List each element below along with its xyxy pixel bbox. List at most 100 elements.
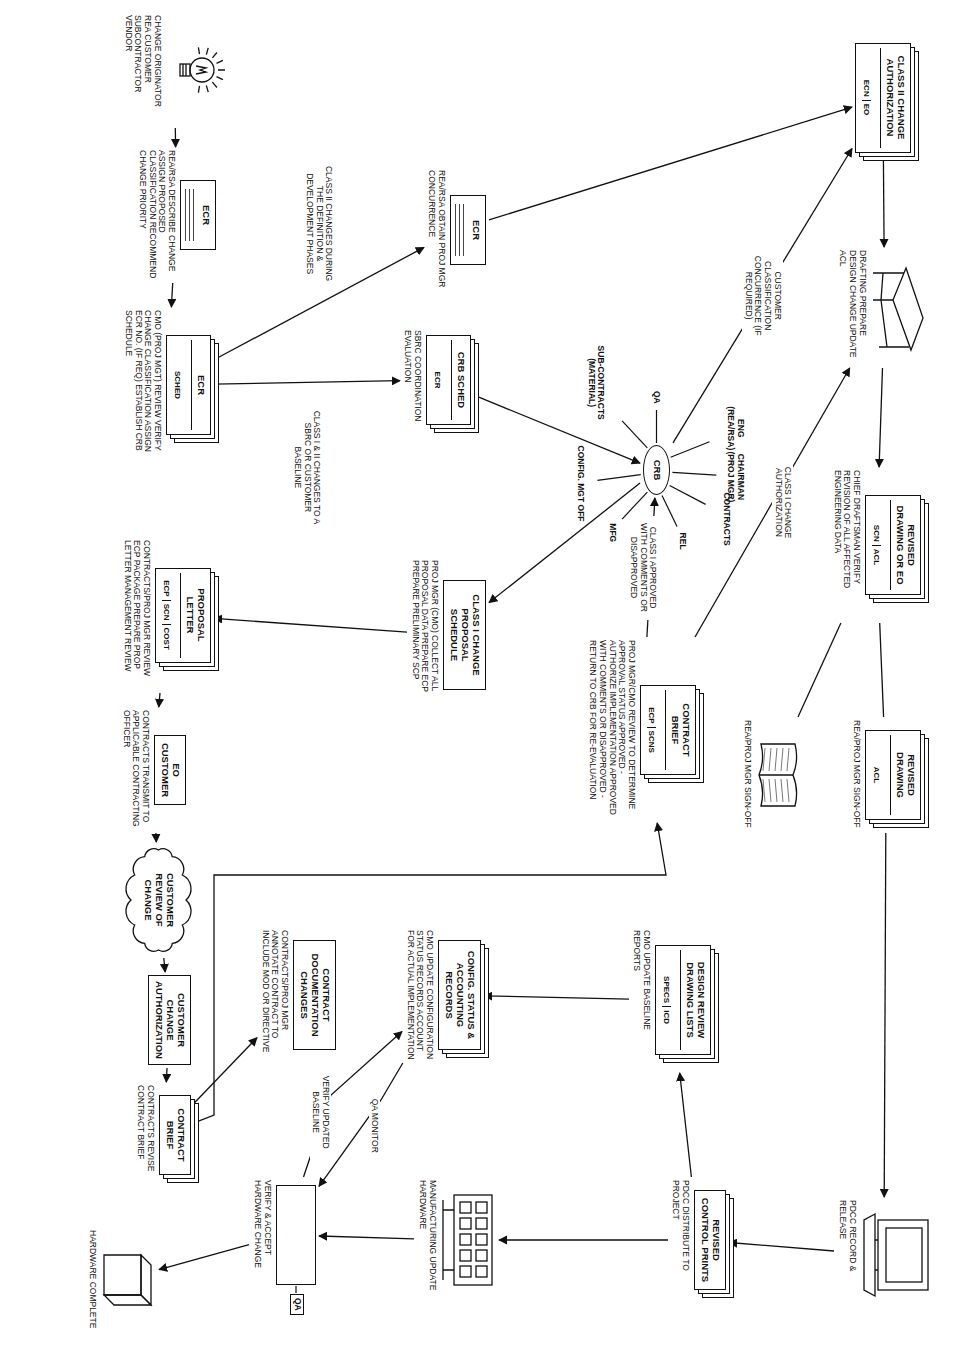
crb-member: SUB-CONTRACTS (MATERIAL) <box>586 340 606 425</box>
bulb-shape <box>166 40 226 100</box>
box-title: CONTRACT BRIEF <box>669 690 691 770</box>
flow-connector <box>883 158 885 247</box>
edge-label: CUSTOMER CLASSIFICATION CONCURRENCE (IF … <box>742 234 783 358</box>
book-shape <box>756 740 801 810</box>
edge-label: CLASS II CHANGES DURING THE DEFINITION &… <box>303 162 334 286</box>
crb-spoke <box>662 495 677 526</box>
crb-spoke <box>670 486 706 505</box>
box-title: CRB SCHED <box>455 340 466 420</box>
edge-label: CLASS I APPROVED WITH COMMENTS OR DISAPP… <box>627 516 658 620</box>
attachment-tag: ECP <box>162 577 171 599</box>
box-box: CONTRACT DOCUMENTATION CHANGES CONTRACTS/… <box>260 930 336 1060</box>
attachment-tag: SPECS <box>662 973 671 1006</box>
stack-shape: PROPOSAL LETTERECPSCNCOST <box>155 568 211 663</box>
responsibility-note: CONTRACTS/PROJ MGR ANNOTATE CONTRACT TO … <box>260 930 289 1060</box>
stack-box: REVISED CONTROL PRINTSPDCC DISTRIBUTE TO… <box>671 1180 726 1300</box>
responsibility-note: CMO UPDATE CONFIGURATION STATUS RECORDS … <box>405 930 434 1060</box>
flow-connector <box>166 1068 168 1082</box>
attachment-row: ECR <box>431 340 452 420</box>
stack-box: CLASS II CHANGE AUTHORIZATIONECNEO <box>855 40 911 155</box>
stack-shape: CRB SCHEDECR <box>426 335 471 425</box>
attachment-row: ECPSCNCOST <box>160 573 181 658</box>
responsibility-note: CONTRACTS/PROJ MGR REVIEW ECP PACKAGE PR… <box>122 540 151 690</box>
crb-member: MFG <box>608 523 618 542</box>
responsibility-note: PROJ MGR (CMO) COLLECT ALL PROPOSAL DATA… <box>410 560 439 710</box>
drafting-drawing <box>871 263 931 353</box>
flow-connector <box>489 483 640 602</box>
box-title: EO CUSTOMER <box>159 740 181 800</box>
mfg-drawing <box>441 1190 496 1290</box>
attachment-tag: SCHED <box>173 368 182 402</box>
crb-member: REL <box>678 533 688 550</box>
box-shape: CUSTOMER CHANGE AUTHORIZATION <box>148 975 191 1065</box>
bulb-drawing <box>166 40 226 100</box>
attachment-tag: COST <box>162 624 171 653</box>
flow-connector <box>798 623 841 717</box>
box-title: REVISED DRAWING <box>894 735 916 815</box>
mfg-icon-node: MANUFACTURING UPDATE HARDWARE <box>417 1180 496 1300</box>
edge-label: VERIFY UPDATED BASELINE <box>310 1065 332 1159</box>
flow-connector <box>304 1032 403 1177</box>
responsibility-note: REA/PROJ MGR SIGN-OFF <box>742 720 752 830</box>
box-shape: EO CUSTOMER <box>154 735 186 805</box>
box-title: ECR <box>195 340 206 430</box>
responsibility-note: PDCC DISTRIBUTE TO PROJECT <box>671 1180 691 1300</box>
doc-shape: ECR <box>450 195 486 265</box>
responsibility-note: CMO (PROJ MGT) REVIEW VERIFY CHANGE CLAS… <box>123 310 162 460</box>
crb-spoke <box>671 442 710 458</box>
terminal-icon-node: PDCC RECORD & RELEASE <box>837 1200 931 1310</box>
stack-box: CONTRACT BRIEFCONTRACTS REVISE CONTRACT … <box>136 1085 191 1185</box>
flow-connector <box>164 958 165 972</box>
stack-shape: REVISED DRAWINGACL <box>865 730 921 820</box>
crb-member: CONTRACTS <box>722 492 732 545</box>
oval-shape: CRB <box>643 445 670 495</box>
attachment-row: SCNACL <box>870 500 891 590</box>
attachment-tag: ACL <box>872 545 881 568</box>
attachment-tag: ECN <box>862 77 871 100</box>
box-title: DESIGN REVIEW DRAWING LISTS <box>684 950 706 1050</box>
mfg-shape <box>441 1190 496 1290</box>
doc-shape: ECR <box>180 180 216 250</box>
stack-shape: CONFIG. STATUS & ACCOUNTING RECORDS <box>438 940 481 1050</box>
box-title: REVISED DRAWING OR EO <box>894 500 916 590</box>
review-cloud: CUSTOMER REVIEW OF CHANGE <box>126 845 191 955</box>
box-title: ECR <box>200 185 211 245</box>
responsibility-note: CHIEF DRAFTSMAN VERIFY REVISION OF ALL A… <box>832 470 861 620</box>
flow-connector <box>175 128 177 147</box>
flow-connector <box>214 618 407 632</box>
flow-connector <box>673 149 852 443</box>
flow-connector <box>159 1245 249 1270</box>
flow-connector <box>484 996 629 999</box>
attachment-tag: ECP <box>647 704 656 726</box>
box-title: CRB <box>651 450 662 490</box>
box-title: CONTRACT DOCUMENTATION CHANGES <box>298 945 331 1045</box>
flow-connector <box>729 1243 834 1252</box>
terminal-drawing <box>861 1210 931 1300</box>
attachment-tag: EO <box>862 100 871 119</box>
attachment-row: SCHED <box>171 340 192 430</box>
attachment-tag: ICD <box>662 1006 671 1027</box>
crb-spoke <box>672 472 716 475</box>
responsibility-note: SBRC COORDINATION EVALUATION <box>403 330 423 430</box>
ruled-lines <box>185 189 197 241</box>
attachment-row: ACL <box>870 735 891 815</box>
stack-shape: CONTRACT BRIEF <box>159 1095 191 1175</box>
stack-box: REVISED DRAWINGACLREA/PROJ MGR SIGN-OFF <box>851 720 921 830</box>
flow-connector <box>695 368 850 637</box>
box-box: CLASS I CHANGE PROPOSAL SCHEDULEPROJ MGR… <box>410 560 486 710</box>
responsibility-note: REA/RSA DESCRIBE CHANGE ASSIGN PROPOSED … <box>137 150 176 280</box>
crb-spoke <box>597 475 640 481</box>
cloud-shape: CUSTOMER REVIEW OF CHANGE <box>126 845 191 955</box>
responsibility-note: REA/RSA OBTAIN PROJ MGR CONCURRENCE <box>427 170 447 290</box>
box-title: CUSTOMER CHANGE AUTHORIZATION <box>153 980 186 1060</box>
flow-connector <box>171 283 172 307</box>
responsibility-note: MANUFACTURING UPDATE HARDWARE <box>417 1180 437 1300</box>
stack-box: PROPOSAL LETTERECPSCNCOSTCONTRACTS/PROJ … <box>122 540 211 690</box>
flow-connector <box>194 1038 257 1104</box>
attachment-row: SPECSICD <box>660 950 681 1050</box>
flow-connector <box>214 381 400 384</box>
bulb-icon-node: CHANGE ORIGINATOR REA CUSTOMER SUBCONTRA… <box>123 15 226 125</box>
terminal-shape <box>861 1210 931 1300</box>
box-shape: CONTRACT DOCUMENTATION CHANGES <box>293 940 336 1050</box>
box-box: EO CUSTOMERCONTRACTS TRANSMIT TO APPLICA… <box>121 710 186 830</box>
